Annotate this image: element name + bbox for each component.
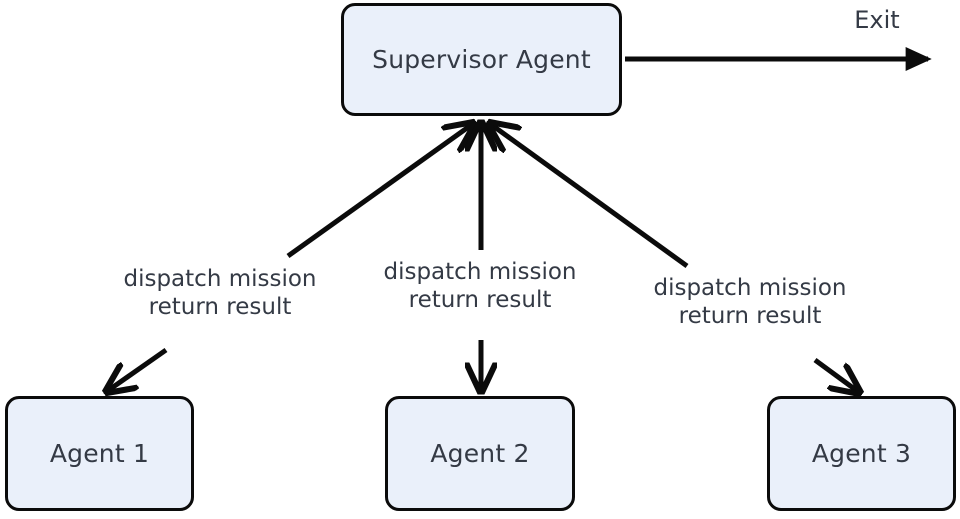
edge-label-supervisor-agent1-line2: return result <box>148 294 292 321</box>
node-supervisor-agent[interactable]: Supervisor Agent <box>341 3 622 116</box>
edge-agent1-to-supervisor <box>286 123 474 259</box>
node-supervisor-agent-label: Supervisor Agent <box>372 45 591 74</box>
node-agent-3-label: Agent 3 <box>811 439 912 468</box>
edge-label-supervisor-agent1: dispatch mission return result <box>100 265 340 321</box>
edge-supervisor-to-agent3 <box>813 357 860 393</box>
node-agent-2-label: Agent 2 <box>430 439 530 468</box>
node-agent-1-label: Agent 1 <box>49 439 150 468</box>
edge-supervisor-to-agent1 <box>106 347 168 392</box>
node-agent-1[interactable]: Agent 1 <box>5 396 194 511</box>
edge-label-exit: Exit <box>822 6 932 35</box>
edge-label-exit-text: Exit <box>854 6 900 34</box>
edge-label-supervisor-agent3-line1: dispatch mission <box>653 275 847 301</box>
edge-label-supervisor-agent2-line2: return result <box>408 287 552 314</box>
edge-label-supervisor-agent3: dispatch mission return result <box>630 274 870 330</box>
edge-agent3-to-supervisor <box>489 123 689 269</box>
edge-label-supervisor-agent2-line1: dispatch mission <box>383 259 577 285</box>
node-agent-2[interactable]: Agent 2 <box>385 396 575 511</box>
edge-label-supervisor-agent1-line1: dispatch mission <box>123 266 317 292</box>
node-agent-3[interactable]: Agent 3 <box>767 396 956 511</box>
edge-label-supervisor-agent3-line2: return result <box>678 303 822 330</box>
edge-label-supervisor-agent2: dispatch mission return result <box>360 258 600 314</box>
